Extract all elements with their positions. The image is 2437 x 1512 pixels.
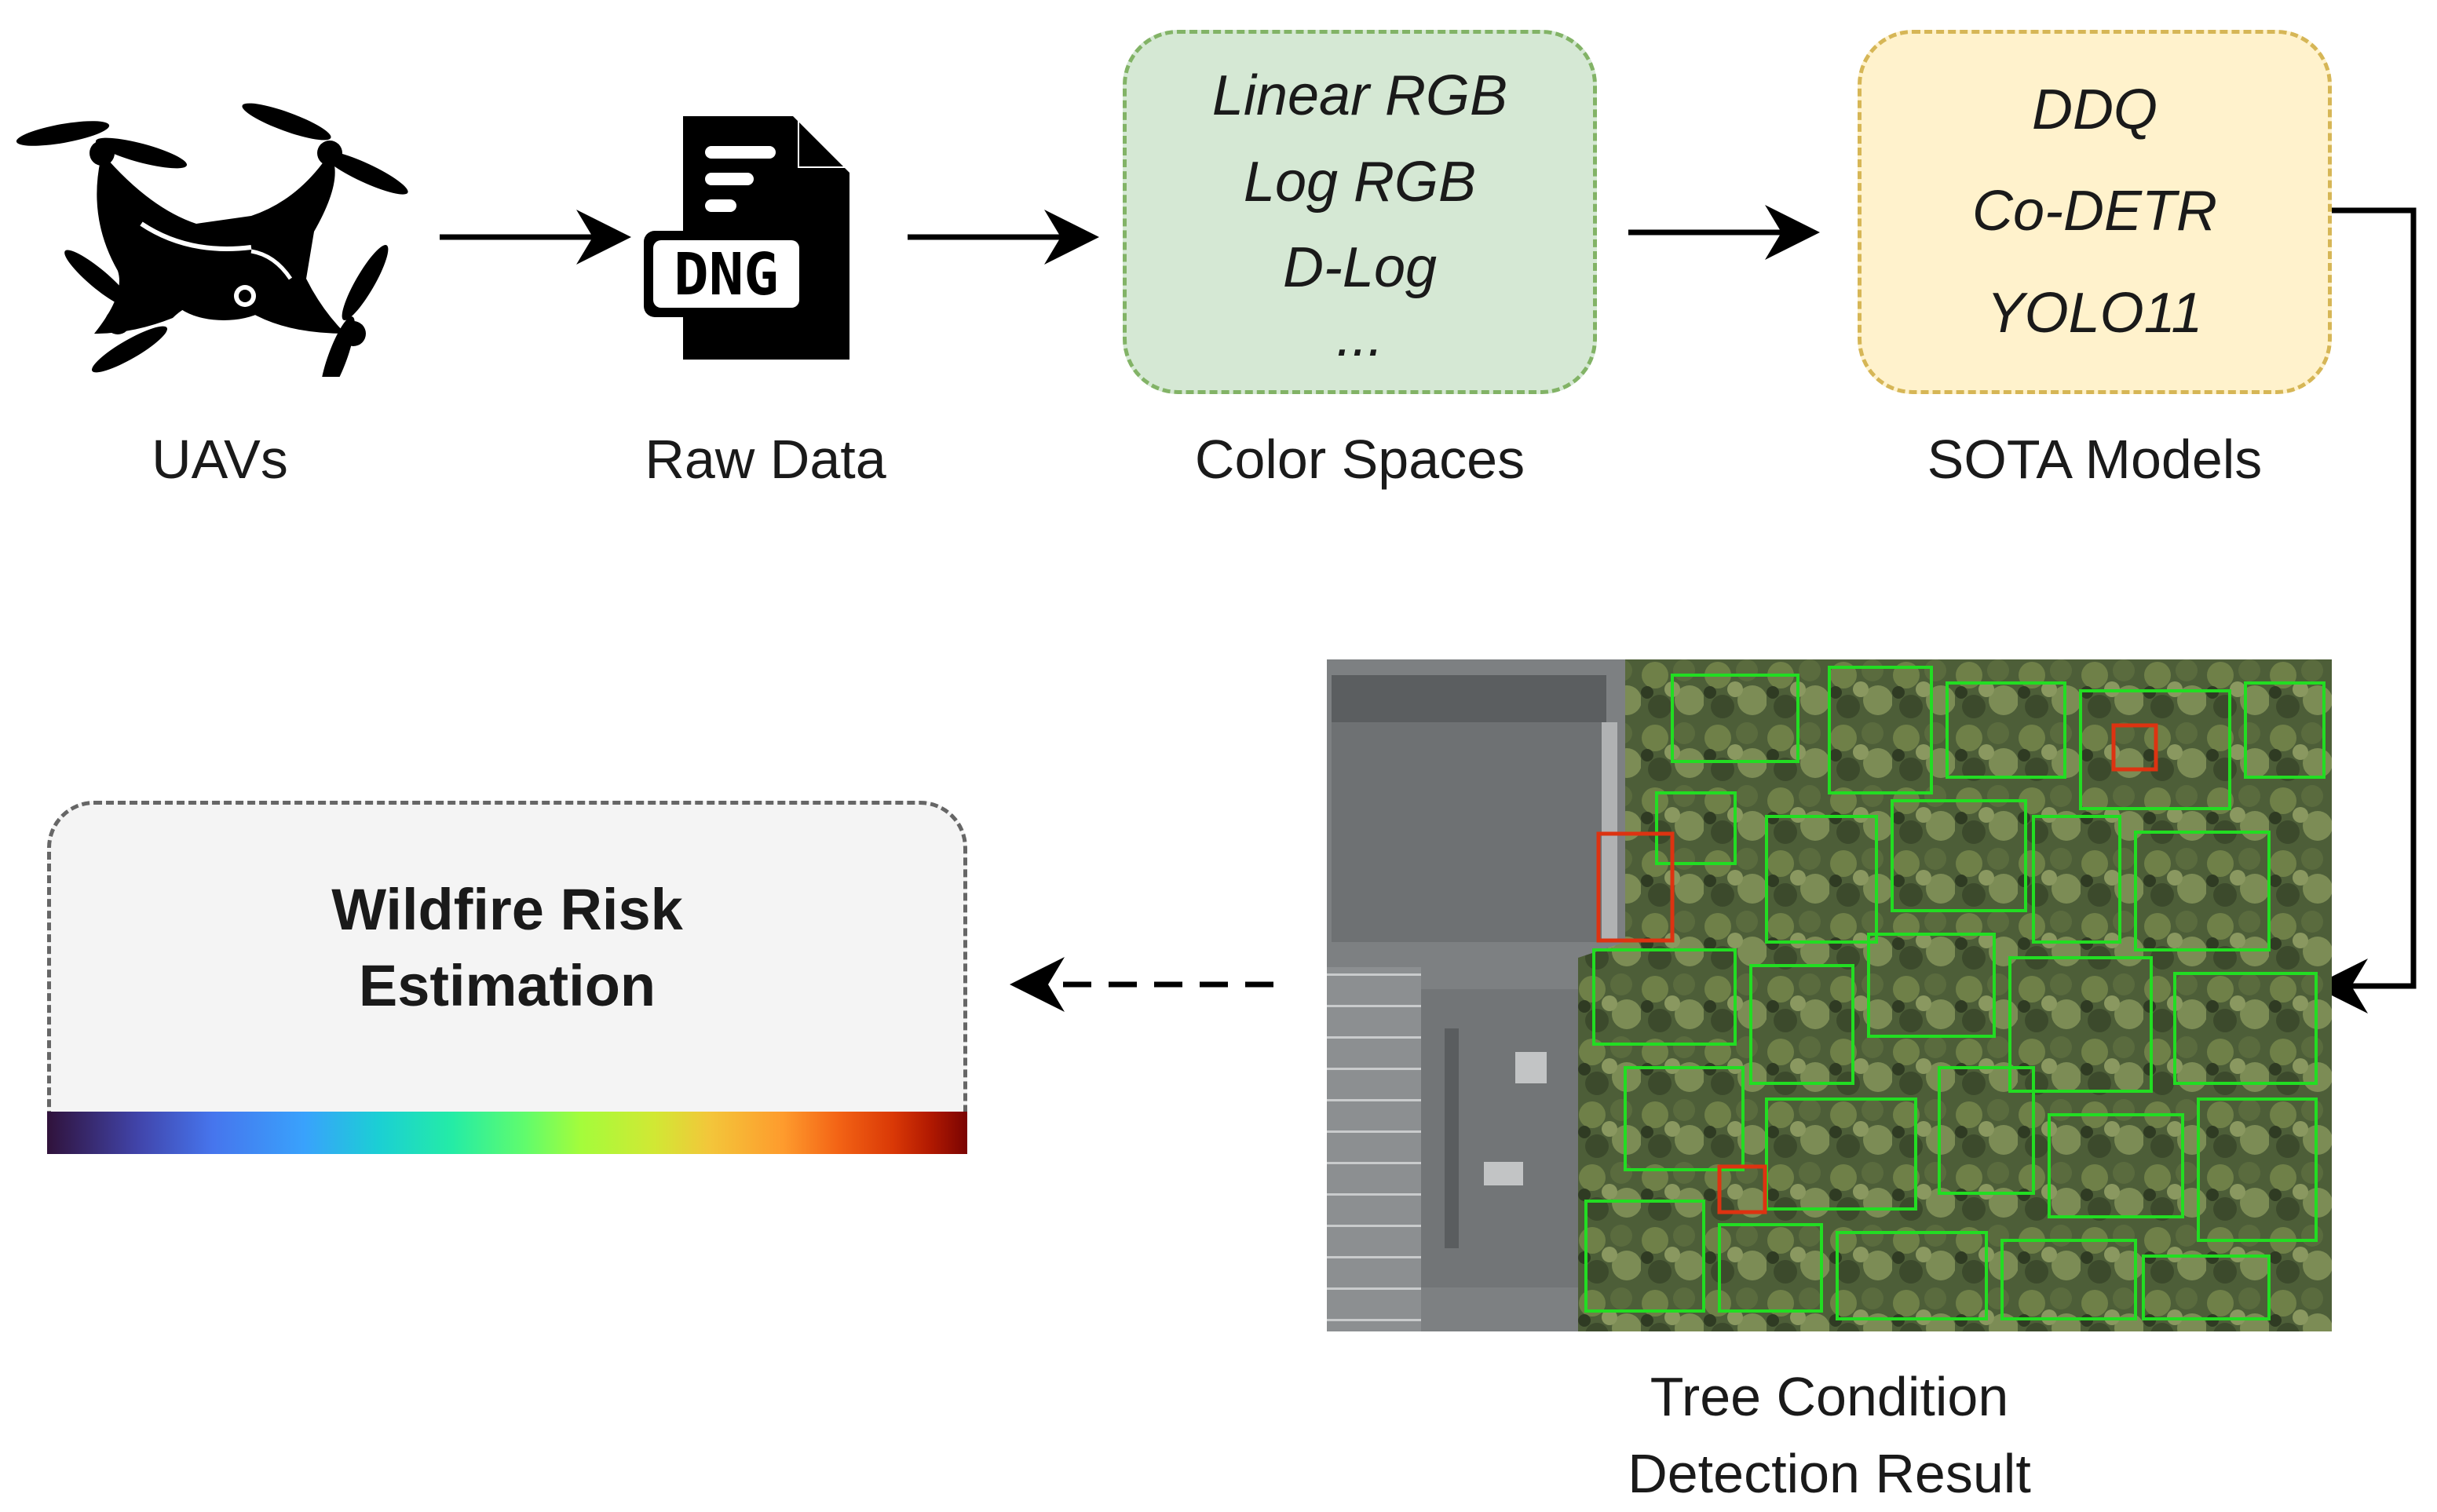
aerial-scene: [1327, 659, 2332, 1331]
dng-file-icon: DNG: [644, 116, 849, 360]
dng-badge-text: DNG: [674, 241, 779, 309]
risk-title-line: Estimation: [358, 952, 656, 1018]
edge-sota-detection: [2313, 207, 2417, 1013]
detection-result-image: [1327, 659, 2332, 1331]
detection-label: Tree Condition Detection Result: [1628, 1358, 2031, 1512]
detection-label-line: Tree Condition: [1650, 1366, 2009, 1427]
color-space-item: ...: [1335, 305, 1383, 368]
risk-title-line: Wildfire Risk: [331, 877, 683, 943]
color-space-item: Log RGB: [1243, 150, 1477, 214]
model-item: YOLO11: [1986, 281, 2203, 345]
sota-models-box: DDQ Co-DETR YOLO11: [1858, 30, 2332, 394]
wildfire-risk-box: Wildfire Risk Estimation: [47, 801, 967, 1154]
model-item: Co-DETR: [1971, 180, 2217, 243]
raw-data-label: Raw Data: [645, 429, 886, 490]
model-item: DDQ: [2032, 78, 2157, 141]
detection-label-line: Detection Result: [1628, 1443, 2031, 1504]
color-space-item: D-Log: [1282, 236, 1438, 300]
uavs-label: UAVs: [152, 429, 288, 490]
color-space-item: Linear RGB: [1211, 64, 1508, 128]
risk-colorbar: [47, 1112, 967, 1154]
sota-models-label: SOTA Models: [1927, 429, 2263, 490]
color-spaces-label: Color Spaces: [1194, 429, 1525, 490]
color-spaces-box: Linear RGB Log RGB D-Log ...: [1123, 30, 1597, 394]
drone-icon: [16, 103, 408, 377]
